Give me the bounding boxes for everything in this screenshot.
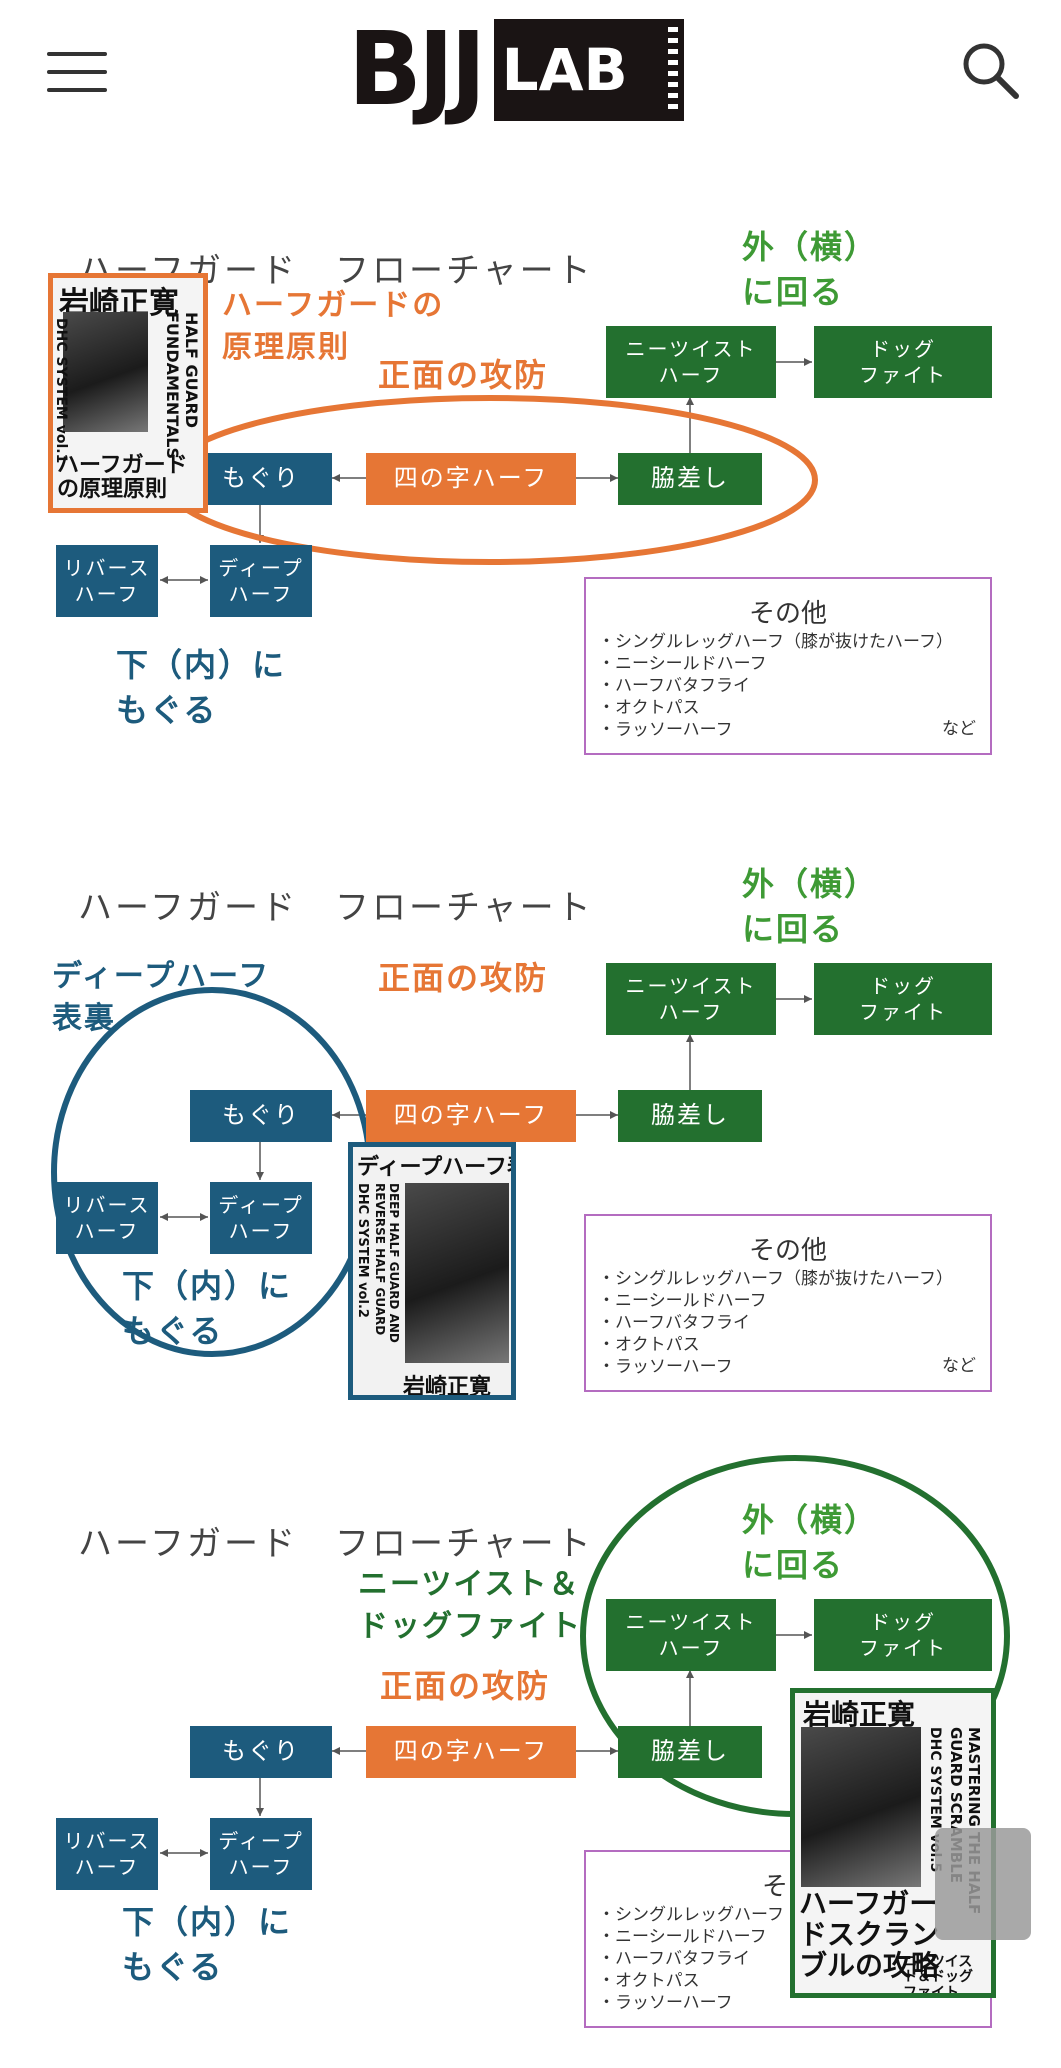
flowchart-1: ハーフガード フローチャート 外（横） に回る ハーフガードの 原理原則 正面の… (0, 195, 1061, 795)
book-photo (405, 1183, 509, 1363)
node-deep[interactable]: ディープ ハーフ (210, 1182, 312, 1254)
list-item: ラッソーハーフ (598, 1356, 953, 1378)
other-suffix: など (942, 714, 976, 739)
book-spine-left: DHC SYSTEM vol.1 (53, 318, 69, 463)
other-techniques-box: その他 シングルレッグハーフ（膝が抜けたハーフ） ニーシールドハーフ ハーフバタ… (584, 577, 992, 755)
list-item: ハーフバタフライ (598, 675, 953, 697)
site-header: BJJ LAB (0, 0, 1061, 150)
highlight-label: ニーツイスト＆ ドッグファイト (358, 1564, 582, 1648)
note-under: 下（内）に もぐる (122, 1900, 292, 1990)
list-item: シングルレッグハーフ (598, 1904, 784, 1926)
book-spine-left: DHC SYSTEM vol.2 (355, 1183, 370, 1353)
list-item: ラッソーハーフ (598, 719, 953, 741)
other-techniques-box: その他 シングルレッグハーフ（膝が抜けたハーフ） ニーシールドハーフ ハーフバタ… (584, 1214, 992, 1392)
list-item: シングルレッグハーフ（膝が抜けたハーフ） (598, 1268, 953, 1290)
node-reverse[interactable]: リバース ハーフ (56, 545, 158, 617)
node-dogfight[interactable]: ドッグ ファイト (814, 326, 992, 398)
list-item: ニーシールドハーフ (598, 1926, 784, 1948)
other-title: その他 (586, 593, 990, 630)
note-front: 正面の攻防 (380, 1664, 550, 1709)
list-item: ハーフバタフライ (598, 1948, 784, 1970)
flowchart-3: ハーフガード フローチャート 外（横） に回る ニーツイスト＆ ドッグファイト … (0, 1468, 1061, 2068)
node-yonnoji[interactable]: 四の字ハーフ (366, 453, 576, 505)
other-title: その他 (586, 1230, 990, 1267)
node-wakizashi[interactable]: 脇差し (618, 1090, 762, 1142)
dvd-cover-vol1[interactable]: 岩崎正寛 DHC SYSTEM vol.1 HALF GUARD FUNDAME… (48, 273, 208, 513)
site-logo[interactable]: BJJ LAB (348, 16, 684, 124)
node-reverse[interactable]: リバース ハーフ (56, 1182, 158, 1254)
note-outside: 外（横） に回る (742, 225, 878, 315)
node-deep[interactable]: ディープ ハーフ (210, 545, 312, 617)
node-kneetwist[interactable]: ニーツイスト ハーフ (606, 963, 776, 1035)
list-item: ニーシールドハーフ (598, 653, 953, 675)
other-list: シングルレッグハーフ（膝が抜けたハーフ） ニーシールドハーフ ハーフバタフライ … (598, 1268, 953, 1378)
list-item: オクトパス (598, 697, 953, 719)
other-list: シングルレッグハーフ ニーシールドハーフ ハーフバタフライ オクトパス ラッソー… (598, 1904, 784, 2014)
note-front: 正面の攻防 (378, 956, 548, 1001)
book-photo (63, 312, 148, 432)
node-deep[interactable]: ディープ ハーフ (210, 1818, 312, 1890)
other-list: シングルレッグハーフ（膝が抜けたハーフ） ニーシールドハーフ ハーフバタフライ … (598, 631, 953, 741)
logo-sub-text: LAB (494, 19, 684, 121)
node-dogfight[interactable]: ドッグ ファイト (814, 1599, 992, 1671)
list-item: ハーフバタフライ (598, 1312, 953, 1334)
logo-main-text: BJJ (348, 19, 483, 121)
book-title-bottom: 岩崎正寛 (403, 1369, 491, 1400)
node-kneetwist[interactable]: ニーツイスト ハーフ (606, 326, 776, 398)
book-subtitle: ニーツイスト＆ドッグファイト (903, 1955, 983, 1998)
list-item: ラッソーハーフ (598, 1992, 784, 2014)
book-title-bottom: ハーフガードの原理原則 (57, 454, 203, 502)
list-item: シングルレッグハーフ（膝が抜けたハーフ） (598, 631, 953, 653)
hamburger-menu-icon[interactable] (47, 52, 107, 92)
note-outside: 外（横） に回る (742, 862, 878, 952)
node-moguri[interactable]: もぐり (190, 1726, 332, 1778)
search-icon[interactable] (958, 38, 1022, 102)
book-spine-right: HALF GUARD FUNDAMENTALS (163, 312, 201, 462)
note-under: 下（内）に もぐる (116, 643, 286, 733)
node-moguri[interactable]: もぐり (190, 1090, 332, 1142)
other-suffix: など (942, 1351, 976, 1376)
highlight-label: ディープハーフ 表裏 (52, 956, 270, 1040)
book-photo (801, 1727, 921, 1887)
list-item: オクトパス (598, 1970, 784, 1992)
scroll-to-top-button[interactable] (935, 1828, 1031, 1940)
list-item: ニーシールドハーフ (598, 1290, 953, 1312)
book-spine-right: DEEP HALF GUARD AND REVERSE HALF GUARD (373, 1183, 401, 1363)
note-front: 正面の攻防 (378, 353, 548, 398)
node-yonnoji[interactable]: 四の字ハーフ (366, 1090, 576, 1142)
note-outside: 外（横） に回る (742, 1498, 878, 1588)
node-moguri[interactable]: もぐり (190, 453, 332, 505)
node-wakizashi[interactable]: 脇差し (618, 453, 762, 505)
node-yonnoji[interactable]: 四の字ハーフ (366, 1726, 576, 1778)
note-under: 下（内）に もぐる (122, 1264, 292, 1354)
node-kneetwist[interactable]: ニーツイスト ハーフ (606, 1599, 776, 1671)
node-wakizashi[interactable]: 脇差し (618, 1726, 762, 1778)
flowchart-2: ハーフガード フローチャート 外（横） に回る ディープハーフ 表裏 正面の攻防… (0, 832, 1061, 1432)
list-item: オクトパス (598, 1334, 953, 1356)
node-dogfight[interactable]: ドッグ ファイト (814, 963, 992, 1035)
node-reverse[interactable]: リバース ハーフ (56, 1818, 158, 1890)
